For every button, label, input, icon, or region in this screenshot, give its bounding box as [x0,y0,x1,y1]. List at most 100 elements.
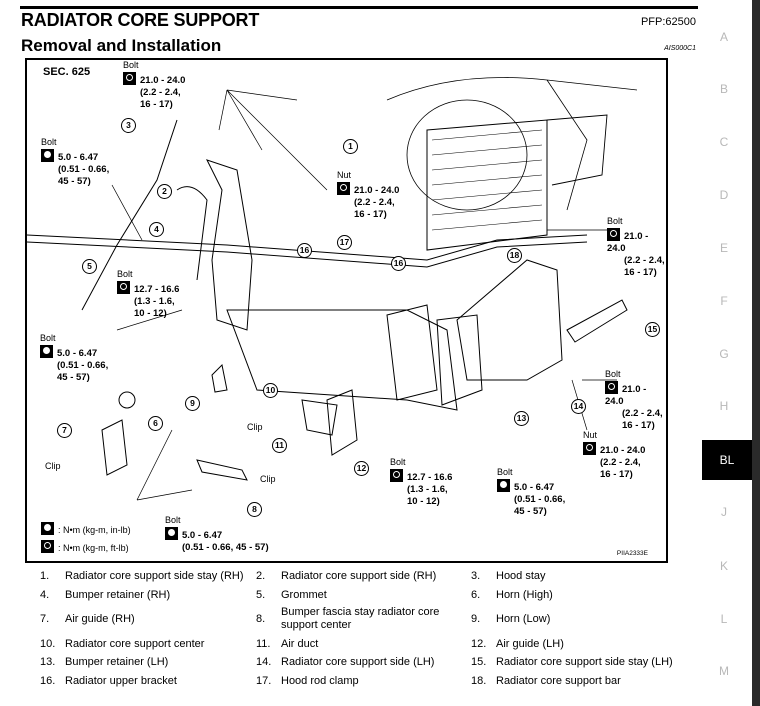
figure-id: PIIA2333E [616,550,648,557]
diagram-linework [27,77,638,501]
list-item: 10.Radiator core support center [40,638,205,650]
torque-spec: 12.7 - 16.6 (1.3 - 1.6, 10 - 12) [390,469,452,508]
callout-1: 1 [343,139,358,154]
list-item: 12.Air guide (LH) [471,638,564,650]
torque-in-lb-icon [165,527,178,540]
list-item: 4.Bumper retainer (RH) [40,589,171,601]
legend-ft-lb: : N•m (kg-m, ft-lb) [41,540,129,553]
bolt-label: Bolt [117,269,133,279]
bolt-label: Bolt [605,369,621,379]
section-tab-e[interactable]: E [719,241,728,255]
torque-spec: 5.0 - 6.47 (0.51 - 0.66, 45 - 57) [165,527,269,554]
torque-spec: 21.0 - 24.0 (2.2 - 2.4, 16 - 17) [605,381,666,432]
bolt-label: Bolt [390,457,406,467]
torque-ft-lb-icon [390,469,403,482]
callout-4: 4 [149,222,164,237]
callout-5: 5 [82,259,97,274]
bolt-label: Bolt [497,467,513,477]
torque-ft-lb-icon [41,540,54,553]
callout-11: 11 [272,438,287,453]
section-tab-b[interactable]: B [719,82,728,96]
list-item: 9.Horn (Low) [471,613,551,625]
torque-spec: 21.0 - 24.0 (2.2 - 2.4, 16 - 17) [337,182,399,221]
torque-spec: 5.0 - 6.47 (0.51 - 0.66, 45 - 57) [497,479,565,518]
horn-high-shape [118,391,136,409]
torque-in-lb-icon [497,479,510,492]
torque-in-lb-icon [40,345,53,358]
callout-17: 17 [337,235,352,250]
legend-in-lb: : N•m (kg-m, in-lb) [41,522,131,535]
list-item: 11.Air duct [256,638,319,650]
callout-6: 6 [148,416,163,431]
callout-7: 7 [57,423,72,438]
clip-label: Clip [45,461,61,471]
callout-13: 13 [514,411,529,426]
pfp-code: PFP:62500 [640,16,696,28]
torque-spec: 21.0 - 24.0 (2.2 - 2.4, 16 - 17) [583,442,645,481]
air-guide-rh-shape [101,419,128,476]
list-item: 6.Horn (High) [471,589,553,601]
bolt-label: Bolt [165,515,181,525]
clip-label: Clip [260,474,276,484]
callout-15: 15 [645,322,660,337]
torque-spec: 5.0 - 6.47 (0.51 - 0.66, 45 - 57) [41,149,109,188]
section-index [700,0,748,706]
torque-ft-lb-icon [123,72,136,85]
torque-spec: 21.0 - 24.0 (2.2 - 2.4, 16 - 17) [123,72,185,111]
torque-in-lb-icon [41,522,54,535]
callout-14: 14 [571,399,586,414]
section-tab-f[interactable]: F [720,294,728,308]
bolt-label: Bolt [41,137,57,147]
list-item: 8.Bumper fascia stay radiator core suppo… [256,606,440,631]
section-tab-a[interactable]: A [719,30,728,44]
page-title: RADIATOR CORE SUPPORT [21,10,260,30]
callout-12: 12 [354,461,369,476]
section-tab-m[interactable]: M [719,664,729,678]
core-support-side-rh-shape [206,159,253,331]
torque-ft-lb-icon [117,281,130,294]
side-stay-lh-shape [566,299,628,343]
section-tab-h[interactable]: H [719,399,729,413]
section-tab-k[interactable]: K [719,559,728,573]
callout-18: 18 [507,248,522,263]
torque-ft-lb-icon [607,228,620,241]
nut-label: Nut [583,430,598,440]
exploded-diagram: SEC. 625 Bolt 21.0 - 24.0 (2.2 - 2.4, 16… [25,58,668,563]
list-item: 16.Radiator upper bracket [40,675,177,687]
bolt-label: Bolt [123,60,139,70]
list-item: 18.Radiator core support bar [471,675,621,687]
air-guide-lh-shape [326,389,358,456]
section-tab-bl[interactable]: BL [702,440,752,480]
callout-3: 3 [121,118,136,133]
list-item: 13.Bumper retainer (LH) [40,656,169,668]
section-tab-d[interactable]: D [719,188,729,202]
callout-9: 9 [185,396,200,411]
callout-10: 10 [263,383,278,398]
callout-2: 2 [157,184,172,199]
torque-ft-lb-icon [337,182,350,195]
section-tab-l[interactable]: L [720,612,728,626]
fascia-stay-shape [196,459,248,481]
page-subtitle: Removal and Installation [21,36,222,55]
bolt-label: Bolt [607,216,623,226]
torque-spec: 5.0 - 6.47 (0.51 - 0.66, 45 - 57) [40,345,108,384]
list-item: 1.Radiator core support side stay (RH) [40,570,244,582]
torque-spec: 12.7 - 16.6 (1.3 - 1.6, 10 - 12) [117,281,179,320]
torque-spec: 21.0 - 24.0 (2.2 - 2.4, 16 - 17) [607,228,666,279]
air-duct-shape [301,399,338,436]
section-label: SEC. 625 [43,66,91,78]
section-tab-j[interactable]: J [721,505,727,519]
list-item: 17.Hood rod clamp [256,675,359,687]
list-item: 7.Air guide (RH) [40,613,135,625]
torque-in-lb-icon [41,149,54,162]
torque-ft-lb-icon [605,381,618,394]
core-support-center-shape [226,309,458,411]
section-tab-g[interactable]: G [719,347,729,361]
list-item: 5.Grommet [256,589,327,601]
hood-stay-shape [81,119,178,311]
doc-code: AIS000C1 [664,45,696,52]
horn-low-shape [211,363,228,393]
callout-16: 16 [297,243,312,258]
section-tab-c[interactable]: C [719,135,729,149]
radiator-core-shape [426,119,548,251]
